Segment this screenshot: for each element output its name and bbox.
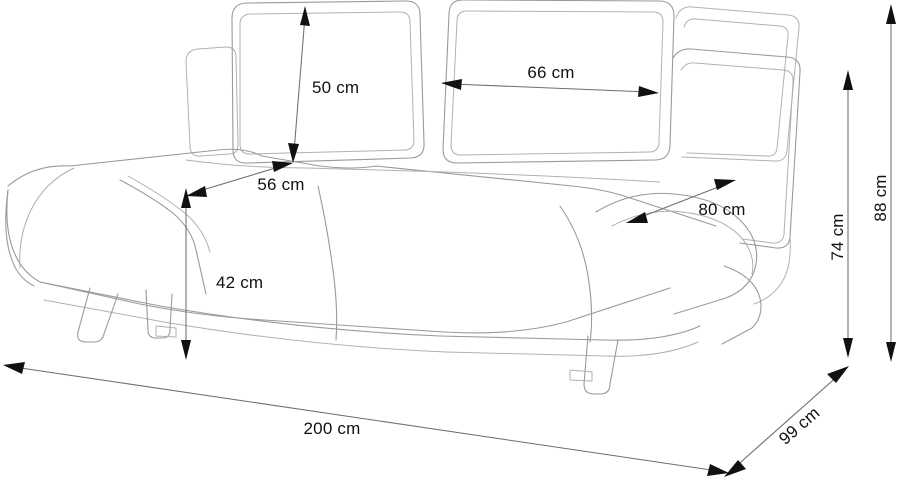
arrow-head-80-right [714,179,736,190]
arrow-head-88-bottom [886,342,896,362]
arrow-head-200-right [707,464,729,476]
arrow-head-99-top [827,366,849,383]
dimension-label-50: 50 cm [312,78,359,97]
arrow-head-80-left [626,212,648,223]
seat-front-edge [6,189,671,334]
back-cushion-right [442,0,675,164]
dimension-label-74: 74 cm [828,213,847,260]
right-base-panel [721,265,762,345]
dimension-seat-depth-left: 56 cm [186,161,304,197]
dimension-label-66: 66 cm [527,63,574,82]
dim-line-200 [13,366,719,472]
seat-cushion-left [119,179,207,295]
seat-seam-middle [317,185,338,341]
dimension-label-88: 88 cm [871,174,890,221]
seat-cushion-right [559,205,593,343]
dimension-overall-height: 88 cm [871,4,896,362]
seat-cushion-left-crease [127,175,211,253]
bracket-right [569,369,593,382]
dimension-backrest-width: 66 cm [441,63,659,97]
back-cushion-left [231,0,425,164]
dim-line-80 [635,183,727,220]
dimension-seat-height: 42 cm [181,188,263,360]
dimension-backrest-height: 50 cm [288,6,359,163]
arrow-head-99-bottom [724,460,746,477]
arrow-head-42-top [181,188,191,208]
dimension-seat-depth-right: 80 cm [626,179,745,223]
dimension-overall-depth: 99 cm [724,366,849,477]
right-arm-bolster [595,192,758,315]
back-cushion-right-rear [675,6,800,162]
arrow-head-88-top [886,4,896,24]
arrow-head-200-left [3,362,25,374]
dimension-armrest-height: 74 cm [828,70,853,358]
body-bottom-rail-2 [43,299,699,357]
seat-back-seam [185,159,661,183]
back-cushion-left-inner [239,11,415,155]
seat-top-surface [7,148,717,227]
right-arm-panel-inner [680,62,794,244]
arrow-head-42-bottom [181,340,191,360]
dimension-label-80: 80 cm [698,200,745,219]
arrow-head-66-right [638,86,659,97]
dim-line-66 [451,83,649,93]
dim-line-50 [293,15,306,153]
bracket-left [155,325,177,338]
leg-front-right [583,335,619,395]
arrow-head-50-top [300,6,310,26]
right-arm-panel [672,48,801,249]
arrow-head-50-bottom [288,143,299,163]
body-bottom-rail [39,281,701,341]
dim-line-56 [195,165,283,193]
left-arm-outer [5,189,35,287]
dimension-overall-width: 200 cm [3,362,729,476]
right-rear-support [753,235,791,305]
back-cushion-left-rear [185,46,239,157]
leg-rear-left [145,289,173,339]
dimension-label-56: 56 cm [257,175,304,194]
dimension-label-42: 42 cm [216,273,263,292]
leg-front-left [77,287,119,343]
dimension-label-200: 200 cm [304,419,361,438]
arrow-head-74-bottom [843,338,853,358]
arrow-head-66-left [441,79,462,90]
arrow-head-56-left [186,186,207,197]
arrow-head-56-right [272,161,293,172]
left-arm-inner [19,167,75,269]
sofa-outline-group [5,0,801,395]
back-cushion-right-rear-inner [683,18,789,157]
dim-line-99 [732,373,841,470]
arrow-head-74-top [843,70,853,90]
back-cushion-right-inner [450,10,664,156]
